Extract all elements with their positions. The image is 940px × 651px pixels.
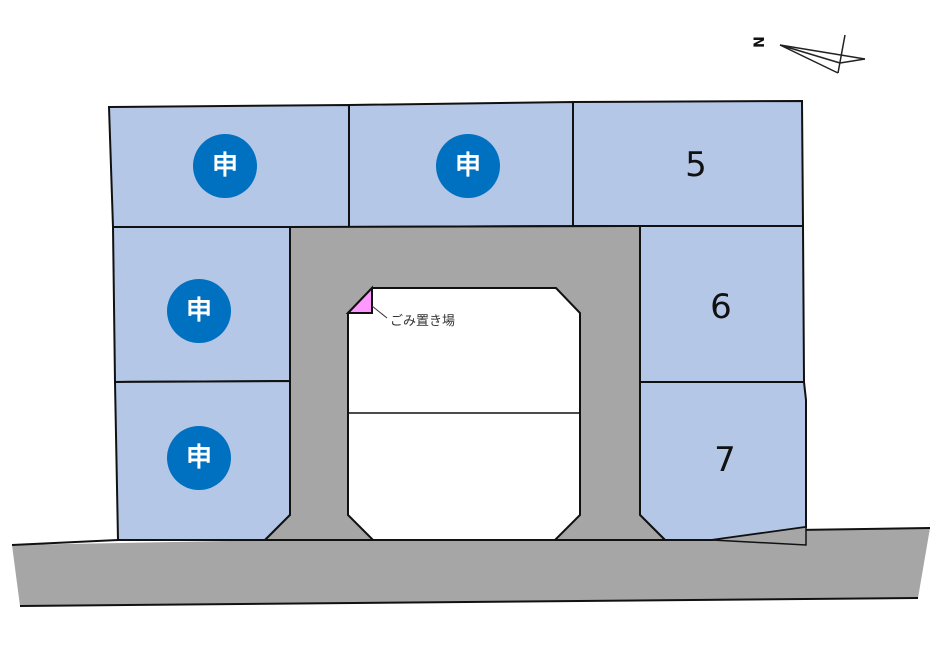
- center-lot: [347, 287, 581, 541]
- main-road: [12, 528, 930, 606]
- lot-number: 7: [714, 440, 736, 480]
- applied-badge: 申: [167, 426, 231, 490]
- applied-badge: 申: [167, 279, 231, 343]
- road-wedge: [711, 526, 807, 546]
- svg-text:申: 申: [186, 443, 212, 473]
- trash-area-label: ごみ置き場: [390, 313, 455, 329]
- svg-text:申: 申: [455, 151, 481, 181]
- svg-text:申: 申: [212, 151, 238, 181]
- svg-text:N: N: [752, 36, 768, 48]
- svg-text:申: 申: [186, 296, 212, 326]
- applied-badge: 申: [436, 134, 500, 198]
- applied-badge: 申: [193, 134, 257, 198]
- lot-number: 6: [710, 287, 732, 327]
- trash-area-marker: [345, 285, 373, 314]
- lot-number: 5: [685, 145, 707, 185]
- north-arrow-icon: N: [752, 34, 866, 74]
